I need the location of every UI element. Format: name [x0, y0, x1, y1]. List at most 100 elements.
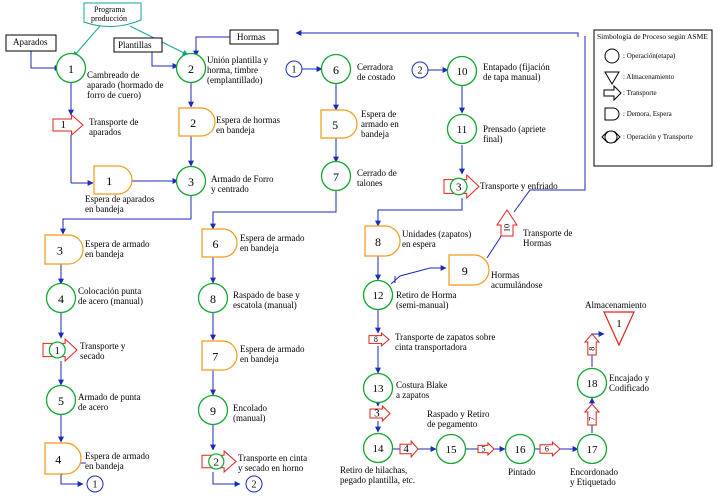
delay-5: 5: [320, 109, 358, 139]
step-label-dl3-line-1: Espera de armado: [85, 239, 150, 249]
program-document-shape: [83, 2, 142, 27]
input-box-hormas: [229, 29, 279, 45]
delay-number: 2: [190, 116, 196, 130]
input-programa-line-2: producción: [91, 14, 127, 23]
operation-number: 1: [68, 62, 74, 76]
step-label-op18-line-2: Codificado: [609, 383, 649, 393]
connector-in-2: 2: [411, 61, 429, 79]
operation-number: 10: [457, 66, 469, 78]
step-label-dl2-line-1: Espera de hormas: [216, 115, 280, 125]
connector-number: 1: [292, 65, 297, 76]
step-label-op8-line-1: Raspado de base y: [233, 290, 300, 300]
step-label-op5-line-1: Armado de punta: [78, 392, 141, 402]
operation-transport-number: 3: [456, 182, 462, 194]
step-label-tr1-line-1: Transporte de: [89, 117, 139, 127]
step-label-op16-line-1: Pintado: [508, 467, 536, 477]
step-label-op3-line-1: Armado de Forro: [211, 174, 274, 184]
delay-4: 4: [44, 442, 82, 475]
operation-17: 17: [576, 433, 608, 465]
operation-11: 11: [446, 113, 478, 145]
step-label-op9-line-2: (manual): [233, 413, 266, 423]
transport-8: 8: [368, 331, 390, 348]
transport-number: 3: [374, 408, 380, 420]
step-label-ot2-line-2: y secado en horno: [238, 463, 304, 473]
legend-delay-d-icon: [604, 107, 620, 121]
operation-3: 3: [175, 165, 207, 197]
input-box-aparados: [5, 34, 57, 52]
operation-number: 8: [210, 292, 216, 306]
operation-8: 8: [197, 282, 229, 314]
transport-7: 7: [583, 403, 601, 426]
flow-line: [513, 36, 586, 213]
step-label-op14-line-1: Retiro de hilachas,: [340, 465, 408, 475]
input-aparados-label: Aparados: [13, 37, 48, 47]
transport-number: 8: [374, 335, 378, 344]
step-label-op10-line-1: Entapado (fijación: [483, 62, 550, 72]
step-label-dl9-line-1: Hormas: [491, 270, 520, 280]
delay-number: 4: [55, 453, 61, 467]
flow-line: [30, 51, 61, 71]
step-label-op2-line-1: Unión plantilla y: [207, 55, 268, 65]
step-label-st1-line-1: Almacenamiento: [585, 300, 647, 310]
delay-2: 2: [178, 107, 216, 137]
operation-number: 6: [333, 63, 339, 77]
step-label-op6-line-1: Cerradora: [357, 62, 393, 72]
operation-number: 16: [515, 444, 527, 456]
step-label-dl3-line-2: en bandeja: [85, 249, 124, 259]
flow-line: [390, 265, 447, 285]
step-label-dl4-line-2: en bandeja: [85, 461, 124, 471]
delay-number: 8: [375, 235, 381, 249]
step-label-op7-line-1: Cerrado de: [357, 168, 397, 178]
step-label-ot1-line-2: secado: [80, 351, 105, 361]
flow-line: [60, 194, 192, 235]
delay-6: 6: [201, 228, 238, 258]
step-label-op6-line-2: de costado: [357, 72, 396, 82]
step-label-op4-line-2: de acero (manual): [78, 296, 143, 306]
delay-number: 6: [213, 237, 219, 251]
delay-number: 5: [332, 118, 338, 132]
step-label-dl1-line-1: Espera de aparados: [85, 194, 155, 204]
step-label-op8-line-2: escatola (manual): [233, 300, 297, 310]
legend-transport-arrow-icon: [603, 84, 622, 102]
step-label-dl8-line-2: en espera: [402, 239, 436, 249]
flow-line: [212, 472, 241, 487]
delay-7: 7: [201, 340, 238, 371]
legend-operation-circle-icon: [604, 48, 620, 64]
delay-3: 3: [44, 234, 84, 265]
operation-transport-number: 2: [214, 457, 220, 469]
step-label-dl5-line-3: bandeja: [361, 129, 389, 139]
step-label-dl7-line-2: en bandeja: [240, 354, 279, 364]
transport-number: 4: [403, 443, 409, 455]
operation-16: 16: [504, 433, 536, 465]
input-box-plantillas: [113, 37, 163, 53]
transport-4: 4: [399, 439, 419, 459]
operation-18: 18: [576, 367, 608, 399]
operation-14: 14: [362, 432, 394, 464]
input-hormas-label: Hormas: [237, 32, 266, 42]
step-label-dl9-line-2: acumulándose: [491, 280, 543, 290]
delays-layer: 1 2 3 4 5 6 7 8 9: [44, 107, 490, 475]
step-label-dl1-line-2: en bandeja: [85, 204, 124, 214]
transport-5: 5: [477, 441, 495, 457]
step-label-op13-line-2: a zapatos: [396, 390, 430, 400]
input-plantillas-label: Plantillas: [118, 40, 152, 50]
flow-line: [210, 189, 337, 230]
step-label-dl8-line-1: Unidades (zapatos): [402, 229, 472, 239]
step-label-op17-line-1: Encordonado: [570, 467, 618, 477]
operation-transport-2: 2: [201, 449, 237, 474]
delay-number: 9: [462, 264, 468, 278]
flow-line: [295, 30, 579, 37]
flow-line: [151, 52, 179, 69]
legend: [593, 29, 713, 167]
step-label-tr8-line-1: Transporte de zapatos sobre: [395, 332, 496, 342]
delay-number: 3: [57, 244, 63, 258]
connector-in-1: 1: [285, 60, 303, 78]
operation-1: 1: [55, 52, 87, 84]
delay-number: 1: [106, 174, 112, 188]
delay-9: 9: [448, 254, 490, 286]
legend-label-transport: : Transporte: [623, 89, 657, 97]
step-label-tr10-line-1: Transporte de: [523, 228, 573, 238]
connector-number: 1: [93, 480, 98, 491]
